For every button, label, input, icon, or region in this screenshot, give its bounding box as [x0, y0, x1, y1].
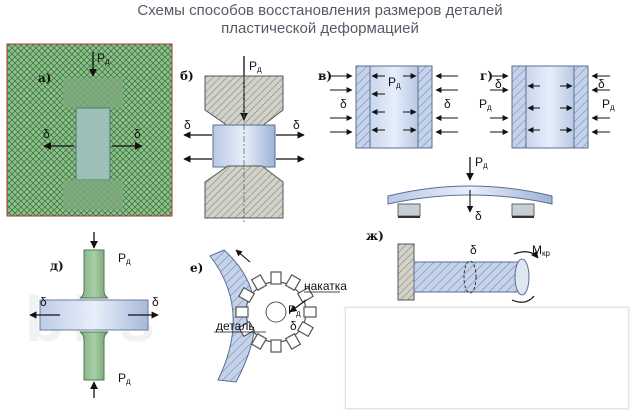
panel-v: в) Pд δ δ [318, 65, 458, 149]
bending-delta-label: δ [475, 209, 482, 223]
panel-d-top-punch [79, 249, 109, 299]
panel-v-label: в) [318, 69, 332, 83]
panel-e-force-label: Pд [288, 303, 301, 318]
panel-d: д) Pд Pд δ δ [29, 232, 159, 398]
bending-support-right [511, 203, 535, 217]
panel-d-part [39, 299, 149, 331]
panel-e-force-arrow [289, 299, 307, 313]
panel-b-label: б) [180, 69, 194, 83]
panel-b-delta-right: δ [293, 118, 300, 132]
panel-zh-end [514, 258, 530, 296]
panel-a-part [75, 107, 111, 181]
panel-g-wall-right [573, 65, 589, 149]
panel-d-force-top: Pд [118, 251, 131, 266]
panel-a-label: а) [38, 71, 51, 85]
bending-support-left [397, 203, 421, 217]
panel-zh-shaft [413, 261, 523, 293]
panel-v-inner-arrows [330, 73, 458, 135]
panel-g-delta-left: δ [495, 77, 502, 91]
panel-zh-delta: δ [470, 243, 477, 257]
panel-zh-moment-arrow [513, 250, 539, 259]
panel-e-rotation-arrow [235, 249, 251, 263]
panel-a-delta-left: δ [43, 127, 50, 141]
panel-d-delta-left: δ [40, 295, 47, 309]
panel-zh-moment-arc [511, 295, 535, 303]
panel-a: а) Pд δ δ [6, 43, 173, 217]
panel-zh-moment-label: Mкр [532, 243, 551, 258]
panel-g-wall-left [511, 65, 527, 149]
panel-g: г) δ δ Pд Pд [479, 65, 615, 149]
panel-g-outer-arrows [490, 73, 610, 135]
panel-a-top-die [63, 78, 123, 108]
panel-e-gear [235, 271, 317, 353]
bending-force-label: Pд [475, 155, 488, 170]
panel-v-wall-right [417, 65, 433, 149]
bending-beam [387, 185, 553, 205]
panel-d-bottom-punch [79, 331, 109, 381]
panel-a-bottom-die [63, 180, 123, 210]
panel-zh: ж) δ Mкр [366, 229, 551, 303]
title-line-1: Схемы способов восстановления размеров д… [137, 2, 503, 19]
panel-e-part [209, 249, 256, 383]
title-line-2: пластической деформацией [221, 20, 419, 37]
panel-g-delta-right: δ [598, 77, 605, 91]
panel-g-label: г) [480, 69, 493, 83]
panel-a-delta-right: δ [134, 127, 141, 141]
panel-g-force-right: Pд [602, 97, 615, 112]
panel-zh-wall [397, 243, 415, 301]
panel-zh-label: ж) [366, 229, 384, 243]
panel-e-knurl-label: накатка [304, 279, 347, 293]
panel-v-delta-right: δ [444, 97, 451, 111]
panel-bending: Pд δ [387, 155, 553, 223]
panel-d-force-bottom: Pд [118, 371, 131, 386]
panel-v-wall-left [355, 65, 371, 149]
panel-e-label: е) [190, 261, 203, 275]
panel-v-force-label: Pд [388, 75, 401, 90]
panel-e-delta: δ [290, 319, 297, 333]
panel-e: е) накатка деталь [190, 249, 347, 383]
panel-a-force-label: Pд [97, 51, 110, 66]
panel-g-force-left: Pд [479, 97, 492, 112]
panel-b-delta-left: δ [184, 118, 191, 132]
panel-b-force-label: Pд [249, 59, 262, 74]
blank-overlay-box [345, 307, 629, 409]
panel-b: б) Pд δ δ [180, 56, 305, 222]
panel-d-label: д) [50, 259, 64, 273]
panel-v-delta-left: δ [340, 97, 347, 111]
panel-d-delta-right: δ [152, 295, 159, 309]
panel-zh-section [463, 260, 477, 294]
panel-e-part-label: деталь [216, 319, 255, 333]
diagram-title: Схемы способов восстановления размеров д… [0, 2, 640, 38]
